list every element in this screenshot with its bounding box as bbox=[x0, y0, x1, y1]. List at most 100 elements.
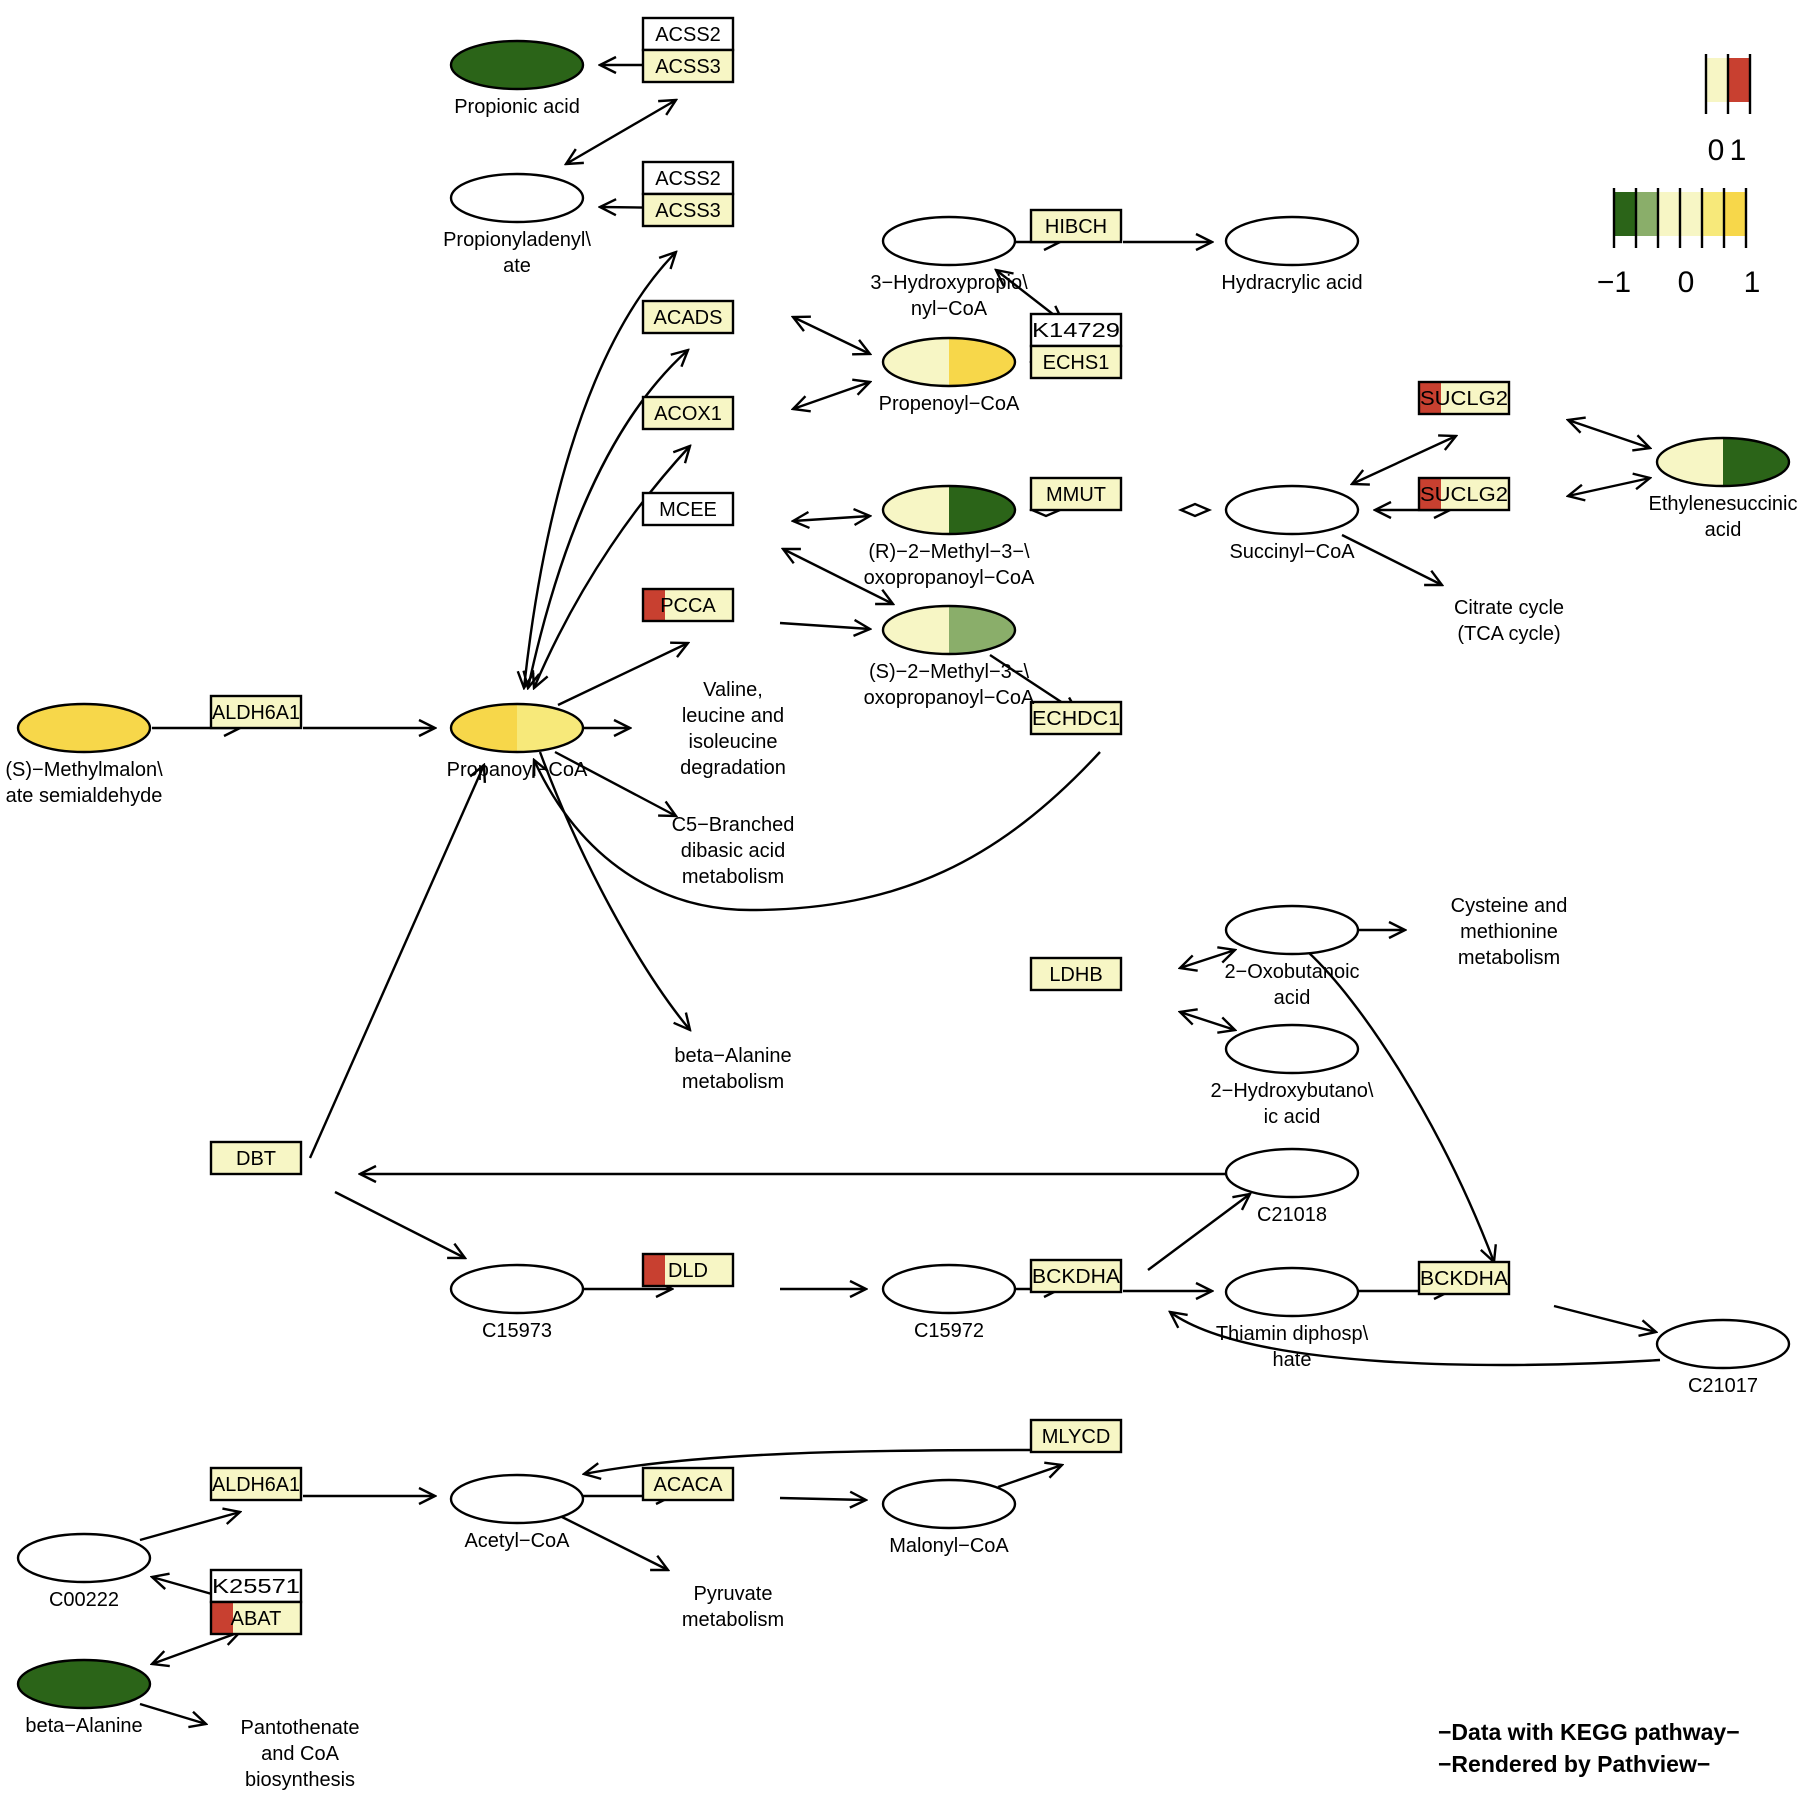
gene-node-echs1[interactable]: ECHS1 bbox=[1029, 344, 1123, 380]
gene-node-acss2[interactable]: ACSS2 bbox=[641, 160, 735, 196]
compound-node[interactable]: Propenoyl−CoA bbox=[879, 336, 1020, 415]
reaction-edge bbox=[559, 1514, 668, 1570]
reaction-edge bbox=[1180, 1012, 1235, 1030]
compound-node[interactable]: C21017 bbox=[1655, 1318, 1791, 1397]
reaction-edge-curve bbox=[1307, 951, 1494, 1262]
compound-border bbox=[449, 1473, 585, 1525]
compound-node[interactable]: C15972 bbox=[881, 1263, 1017, 1342]
pathway-link-tca[interactable]: Citrate cycle (TCA cycle) bbox=[1454, 597, 1564, 645]
gene-label: ACOX1 bbox=[654, 403, 722, 425]
pathway-label: Citrate cycle bbox=[1454, 597, 1564, 619]
gene-node-suclg2[interactable]: SUCLG2 bbox=[1417, 380, 1511, 416]
compound-node[interactable]: (R)−2−Methyl−3−\oxopropanoyl−CoA bbox=[864, 484, 1035, 589]
compound-fill-segment bbox=[517, 704, 583, 752]
gene-node-bckdha[interactable]: BCKDHA bbox=[1029, 1258, 1123, 1294]
gene-fill bbox=[643, 301, 733, 333]
gene-border bbox=[1029, 700, 1123, 736]
gene-node-hibch[interactable]: HIBCH bbox=[1029, 208, 1123, 244]
gene-node-ldhb[interactable]: LDHB bbox=[1029, 956, 1123, 992]
gene-node-mlycd[interactable]: MLYCD bbox=[1029, 1418, 1123, 1454]
compound-node[interactable]: Thiamin diphosp\hate bbox=[1216, 1266, 1369, 1371]
gene-node-dld[interactable]: DLD bbox=[641, 1252, 735, 1288]
gene-fill-segment bbox=[1441, 382, 1509, 414]
reaction-edge bbox=[152, 1632, 240, 1664]
gene-node-aldh6a1[interactable]: ALDH6A1 bbox=[209, 1466, 303, 1502]
compound-node[interactable]: (S)−Methylmalon\ate semialdehyde bbox=[5, 702, 163, 807]
gene-border bbox=[1417, 1260, 1511, 1296]
compound-node[interactable]: C15973 bbox=[449, 1263, 585, 1342]
pathway-label: (TCA cycle) bbox=[1457, 623, 1560, 645]
reaction-edge bbox=[1553, 1304, 1656, 1332]
gene-node-dbt[interactable]: DBT bbox=[209, 1140, 303, 1176]
compound-border bbox=[16, 1658, 152, 1710]
compound-fill-segment bbox=[451, 41, 517, 89]
gene-node-acss3[interactable]: ACSS3 bbox=[641, 48, 735, 84]
gene-border bbox=[641, 1466, 735, 1502]
compound-node[interactable]: Propionic acid bbox=[449, 39, 585, 118]
gene-border bbox=[641, 1252, 735, 1288]
gene-border bbox=[209, 1140, 303, 1176]
compound-node[interactable]: Acetyl−CoA bbox=[449, 1473, 585, 1552]
gene-fill bbox=[1031, 958, 1121, 990]
compound-fill bbox=[451, 1475, 583, 1523]
gene-border bbox=[209, 1600, 303, 1636]
gene-label: BCKDHA bbox=[1420, 1268, 1509, 1290]
gene-node-acss3[interactable]: ACSS3 bbox=[641, 192, 735, 228]
compound-node[interactable]: Propionyladenyl\ate bbox=[443, 172, 591, 277]
compound-label: Propionic acid bbox=[454, 96, 580, 118]
compound-fill-segment bbox=[84, 1660, 150, 1708]
compound-node[interactable]: Malonyl−CoA bbox=[881, 1478, 1017, 1557]
compound-label: Hydracrylic acid bbox=[1221, 272, 1362, 294]
compound-node[interactable]: 2−Hydroxybutano\ic acid bbox=[1211, 1023, 1374, 1128]
compound-node[interactable]: C21018 bbox=[1224, 1147, 1360, 1226]
legend-swatch bbox=[1614, 192, 1636, 236]
compound-label: Ethylenesuccinic bbox=[1649, 493, 1798, 515]
compound-fill bbox=[1226, 1149, 1358, 1197]
gene-node-echdc1[interactable]: ECHDC1 bbox=[1029, 700, 1123, 736]
gene-node-acss2[interactable]: ACSS2 bbox=[641, 16, 735, 52]
compound-node[interactable]: C00222 bbox=[16, 1532, 152, 1611]
compound-node[interactable]: 3−Hydroxypropio\nyl−CoA bbox=[870, 215, 1028, 320]
compound-node[interactable]: Hydracrylic acid bbox=[1221, 215, 1363, 294]
gene-label: MLYCD bbox=[1042, 1426, 1111, 1448]
gene-node-aldh6a1[interactable]: ALDH6A1 bbox=[209, 694, 303, 730]
compound-node[interactable]: Succinyl−CoA bbox=[1224, 484, 1360, 563]
compound-label: (S)−Methylmalon\ bbox=[5, 759, 163, 781]
compound-border bbox=[881, 484, 1017, 536]
gene-node-pcca[interactable]: PCCA bbox=[641, 587, 735, 623]
reaction-edge bbox=[557, 643, 688, 707]
gene-node-mcee[interactable]: MCEE bbox=[641, 491, 735, 527]
reaction-edge bbox=[1180, 950, 1235, 968]
gene-node-k25571[interactable]: K25571 bbox=[209, 1568, 303, 1604]
gene-border bbox=[1029, 956, 1123, 992]
gene-fill-segment bbox=[665, 1254, 733, 1286]
gene-border bbox=[641, 48, 735, 84]
compound-fill bbox=[1226, 906, 1358, 954]
compound-node[interactable]: Propanoyl−CoA bbox=[447, 702, 588, 781]
gene-node-k14729[interactable]: K14729 bbox=[1029, 312, 1123, 348]
gene-node-mmut[interactable]: MMUT bbox=[1029, 476, 1123, 512]
gene-fill bbox=[1419, 1262, 1509, 1294]
gene-node-acox1[interactable]: ACOX1 bbox=[641, 395, 735, 431]
compound-node[interactable]: beta−Alanine bbox=[16, 1658, 152, 1737]
gene-node-acads[interactable]: ACADS bbox=[641, 299, 735, 335]
gene-node-abat[interactable]: ABAT bbox=[209, 1600, 303, 1636]
gene-node-bckdha[interactable]: BCKDHA bbox=[1417, 1260, 1511, 1296]
gene-fill bbox=[643, 50, 733, 82]
pathway-label: methionine bbox=[1460, 921, 1558, 943]
compound-fill-segment bbox=[18, 704, 84, 752]
reaction-edge bbox=[793, 317, 870, 354]
gene-node-suclg2[interactable]: SUCLG2 bbox=[1417, 476, 1511, 512]
gene-fill bbox=[1031, 1260, 1121, 1292]
gene-node-acaca[interactable]: ACACA bbox=[641, 1466, 735, 1502]
pathway-label: C5−Branched bbox=[672, 814, 795, 836]
compound-node[interactable]: (S)−2−Methyl−3−\oxopropanoyl−CoA bbox=[864, 604, 1035, 709]
